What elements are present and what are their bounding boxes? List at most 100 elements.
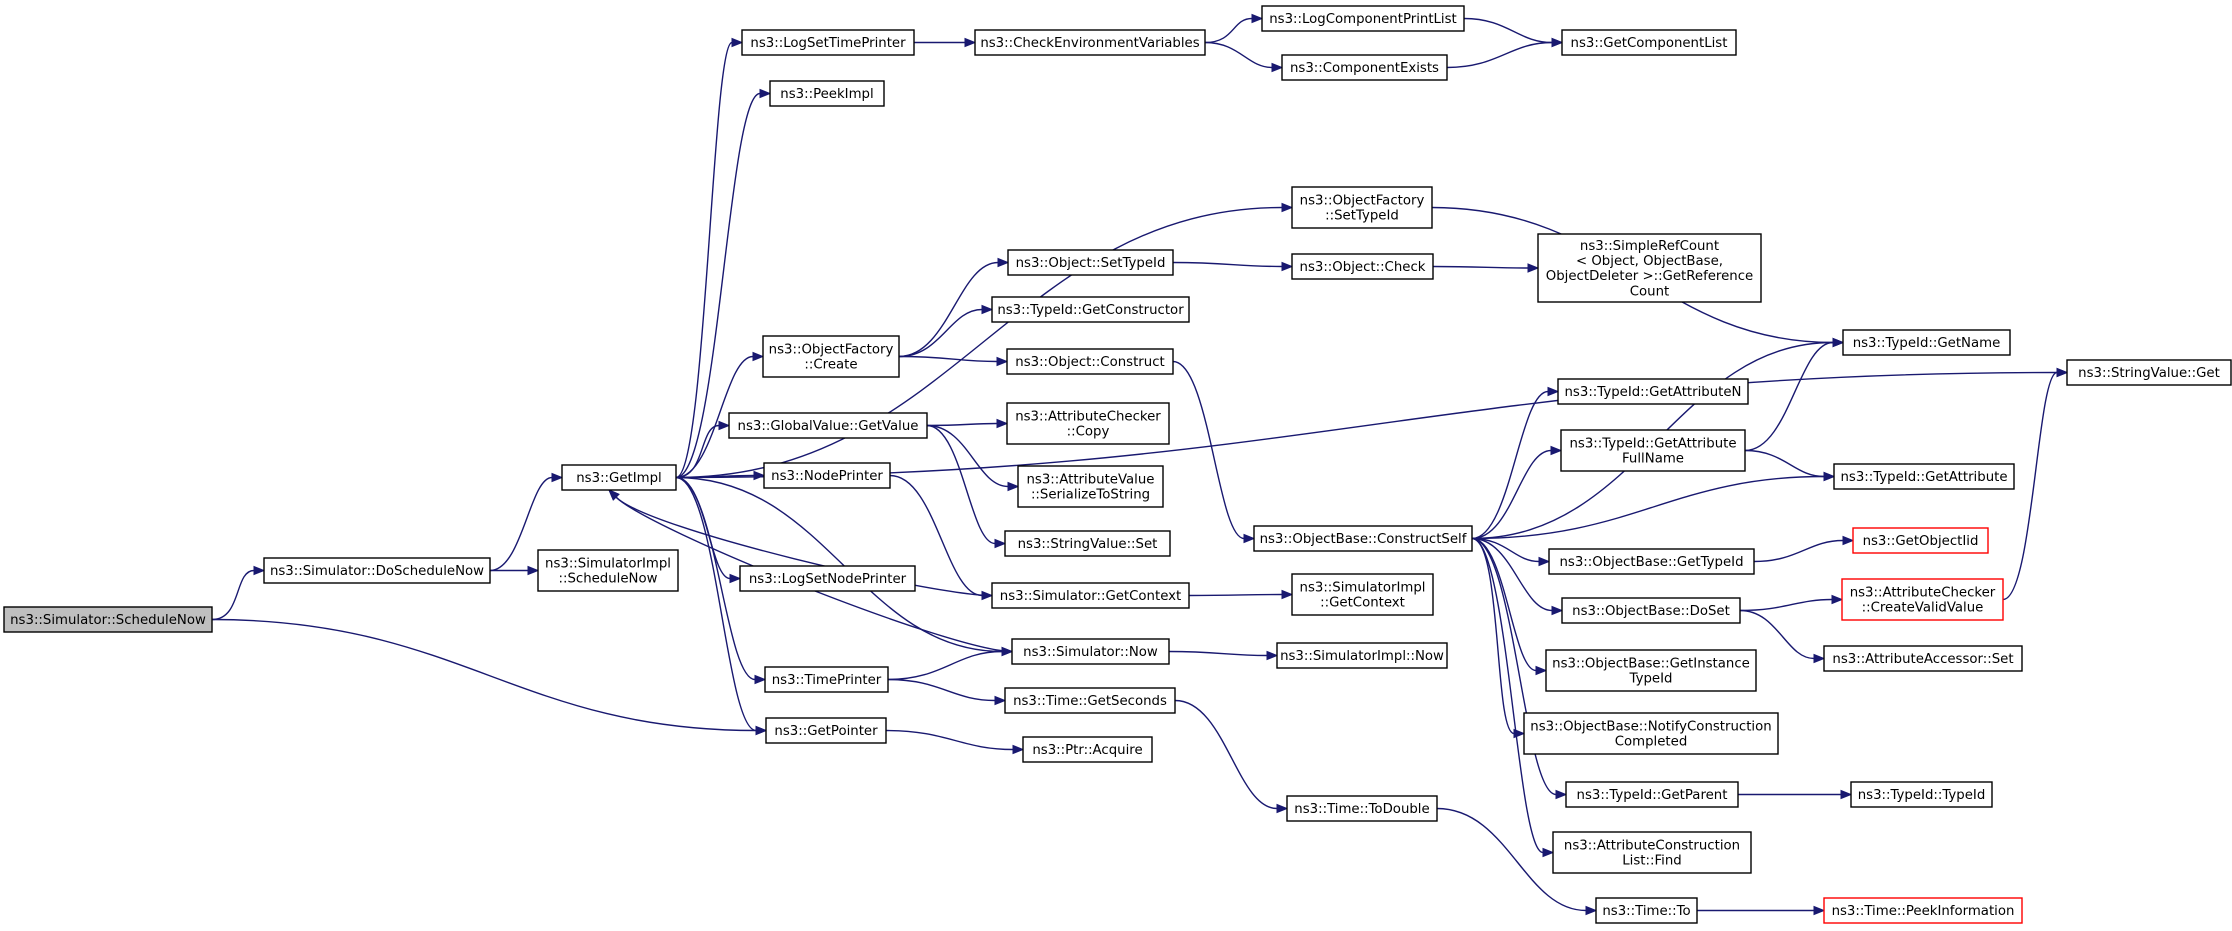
- node-label: ::Create: [804, 358, 857, 373]
- node-label: ns3::LogSetTimePrinter: [750, 36, 906, 51]
- edge-objbase_constructself-to-typeid_getattrfullname: [1471, 445, 1563, 540]
- node-typeid_getname[interactable]: ns3::TypeId::GetName: [1842, 329, 2011, 356]
- node-objbase_notify[interactable]: ns3::ObjectBase::NotifyConstructionCompl…: [1523, 712, 1779, 755]
- node-label: ns3::LogComponentPrintList: [1269, 12, 1457, 27]
- edge-sim_getcontext-to-simimpl_getcontext: [1188, 589, 1294, 600]
- node-label: ns3::SimulatorImpl: [545, 557, 671, 572]
- node-typeid_getparent[interactable]: ns3::TypeId::GetParent: [1565, 781, 1739, 808]
- node-stringvalue_get[interactable]: ns3::StringValue::Get: [2066, 359, 2232, 386]
- node-label: ns3::Object::Check: [1300, 260, 1426, 275]
- node-label: TypeId: [1629, 672, 1673, 687]
- edge-checkenv-to-logcompprintlist: [1204, 13, 1264, 44]
- node-simplerefcount[interactable]: ns3::SimpleRefCount< Object, ObjectBase,…: [1537, 233, 1762, 303]
- node-logcompprintlist[interactable]: ns3::LogComponentPrintList: [1261, 5, 1465, 32]
- edge-attrchecker_createvalid-to-stringvalue_get: [2002, 367, 2069, 601]
- edge-checkenv-to-componentexists: [1204, 41, 1284, 73]
- node-componentexists[interactable]: ns3::ComponentExists: [1281, 54, 1448, 81]
- node-object_check[interactable]: ns3::Object::Check: [1291, 253, 1434, 280]
- node-checkenv[interactable]: ns3::CheckEnvironmentVariables: [974, 29, 1206, 56]
- node-time_to[interactable]: ns3::Time::To: [1595, 897, 1698, 924]
- node-simimpl_schedulenow[interactable]: ns3::SimulatorImpl::ScheduleNow: [537, 549, 679, 592]
- node-object_settypeid[interactable]: ns3::Object::SetTypeId: [1007, 249, 1174, 276]
- node-typeid_getconstructor[interactable]: ns3::TypeId::GetConstructor: [991, 296, 1190, 323]
- edge-componentexists-to-getcomponentlist: [1446, 37, 1564, 69]
- edge-timeprinter-to-sim_now: [887, 646, 1014, 681]
- node-typeid_typeid[interactable]: ns3::TypeId::TypeId: [1850, 781, 1993, 808]
- node-label: ns3::ObjectBase::GetInstance: [1552, 657, 1750, 672]
- node-label: ::SerializeToString: [1031, 488, 1150, 503]
- node-globalvalue_getvalue[interactable]: ns3::GlobalValue::GetValue: [728, 412, 928, 439]
- node-attrchecker_createvalid[interactable]: ns3::AttributeChecker::CreateValidValue: [1841, 578, 2004, 621]
- edge-object_check-to-simplerefcount: [1432, 263, 1540, 273]
- node-doschedulenow[interactable]: ns3::Simulator::DoScheduleNow: [263, 557, 491, 584]
- node-label: < Object, ObjectBase,: [1576, 254, 1723, 269]
- node-timeprinter[interactable]: ns3::TimePrinter: [764, 666, 889, 693]
- node-objbase_constructself[interactable]: ns3::ObjectBase::ConstructSelf: [1253, 525, 1473, 552]
- node-logsettimeprinter[interactable]: ns3::LogSetTimePrinter: [741, 29, 915, 56]
- edge-objbase_constructself-to-objbase_doset: [1471, 537, 1564, 616]
- edge-getimpl-to-peekimpl: [675, 88, 772, 479]
- node-label: ::Copy: [1067, 425, 1110, 440]
- edge-objbase_constructself-to-objbase_gettypeid: [1471, 537, 1551, 567]
- node-ptr_acquire[interactable]: ns3::Ptr::Acquire: [1022, 736, 1153, 763]
- node-time_peekinformation[interactable]: ns3::Time::PeekInformation: [1823, 897, 2023, 924]
- node-typeid_getattributen[interactable]: ns3::TypeId::GetAttributeN: [1557, 378, 1749, 405]
- node-label: ns3::Object::SetTypeId: [1016, 256, 1166, 271]
- node-label: ns3::Time::PeekInformation: [1832, 904, 2015, 919]
- node-stringvalue_set[interactable]: ns3::StringValue::Set: [1004, 530, 1171, 557]
- node-getpointer[interactable]: ns3::GetPointer: [765, 717, 887, 744]
- node-sim_getcontext[interactable]: ns3::Simulator::GetContext: [991, 582, 1190, 609]
- node-label: ns3::CheckEnvironmentVariables: [980, 36, 1199, 51]
- node-attrchecker_copy[interactable]: ns3::AttributeChecker::Copy: [1006, 402, 1170, 445]
- node-nodeprinter[interactable]: ns3::NodePrinter: [763, 462, 891, 489]
- node-label: ::ScheduleNow: [558, 572, 657, 587]
- node-label: ns3::SimulatorImpl::Now: [1280, 649, 1444, 664]
- node-label: ns3::TypeId::TypeId: [1858, 788, 1986, 803]
- node-logsetnodeprinter[interactable]: ns3::LogSetNodePrinter: [739, 565, 916, 592]
- node-simimpl_now[interactable]: ns3::SimulatorImpl::Now: [1276, 642, 1448, 669]
- node-time_getseconds[interactable]: ns3::Time::GetSeconds: [1004, 687, 1176, 714]
- node-time_todouble[interactable]: ns3::Time::ToDouble: [1286, 795, 1438, 822]
- node-label: ::CreateValidValue: [1862, 601, 1984, 616]
- node-simimpl_getcontext[interactable]: ns3::SimulatorImpl::GetContext: [1291, 573, 1434, 616]
- node-getobjectiid[interactable]: ns3::GetObjectIid: [1852, 527, 1989, 554]
- node-getcomponentlist[interactable]: ns3::GetComponentList: [1561, 29, 1737, 56]
- edge-getimpl-to-logsettimeprinter: [675, 37, 744, 479]
- node-label: ns3::ObjectBase::GetTypeId: [1559, 555, 1743, 570]
- node-label: ::SetTypeId: [1325, 209, 1399, 224]
- edge-typeid_getparent-to-typeid_typeid: [1737, 789, 1853, 800]
- edge-objfactory_create-to-object_settypeid: [898, 257, 1010, 358]
- node-label: ns3::Time::To: [1602, 904, 1690, 919]
- node-label: ns3::GetComponentList: [1571, 36, 1728, 51]
- node-object_construct[interactable]: ns3::Object::Construct: [1006, 348, 1174, 375]
- call-edges: [211, 13, 2069, 916]
- node-objfactory_create[interactable]: ns3::ObjectFactory::Create: [762, 335, 900, 378]
- edge-objfactory_create-to-object_construct: [898, 355, 1009, 367]
- node-typeid_getattribute[interactable]: ns3::TypeId::GetAttribute: [1833, 463, 2015, 490]
- node-objbase_doset[interactable]: ns3::ObjectBase::DoSet: [1561, 597, 1741, 624]
- node-label: ns3::GetObjectIid: [1863, 534, 1979, 549]
- node-sim_now[interactable]: ns3::Simulator::Now: [1011, 638, 1170, 665]
- edge-objbase_constructself-to-typeid_getparent: [1471, 537, 1568, 800]
- node-label: ns3::Simulator::DoScheduleNow: [270, 564, 484, 579]
- node-getimpl[interactable]: ns3::GetImpl: [561, 464, 677, 491]
- node-attrvalue_serialize[interactable]: ns3::AttributeValue::SerializeToString: [1017, 465, 1164, 508]
- node-objbase_gettypeid[interactable]: ns3::ObjectBase::GetTypeId: [1548, 548, 1755, 575]
- node-objfactory_settypeid[interactable]: ns3::ObjectFactory::SetTypeId: [1291, 186, 1433, 229]
- node-label: ns3::Time::GetSeconds: [1013, 694, 1167, 709]
- node-attraccessor_set[interactable]: ns3::AttributeAccessor::Set: [1823, 645, 2023, 672]
- edge-objbase_doset-to-attraccessor_set: [1739, 609, 1826, 664]
- edge-objbase_doset-to-attrchecker_createvalid: [1739, 594, 1844, 612]
- edge-objbase_constructself-to-objbase_notify: [1471, 537, 1526, 739]
- edge-object_construct-to-objbase_constructself: [1172, 360, 1256, 544]
- node-label: ns3::TimePrinter: [772, 673, 882, 688]
- node-peekimpl[interactable]: ns3::PeekImpl: [769, 80, 885, 107]
- edge-timeprinter-to-time_getseconds: [887, 678, 1007, 706]
- node-label: ns3::SimulatorImpl: [1300, 581, 1426, 596]
- node-label: ns3::StringValue::Set: [1018, 537, 1158, 552]
- edge-typeid_getattrfullname-to-typeid_getattribute: [1744, 449, 1836, 482]
